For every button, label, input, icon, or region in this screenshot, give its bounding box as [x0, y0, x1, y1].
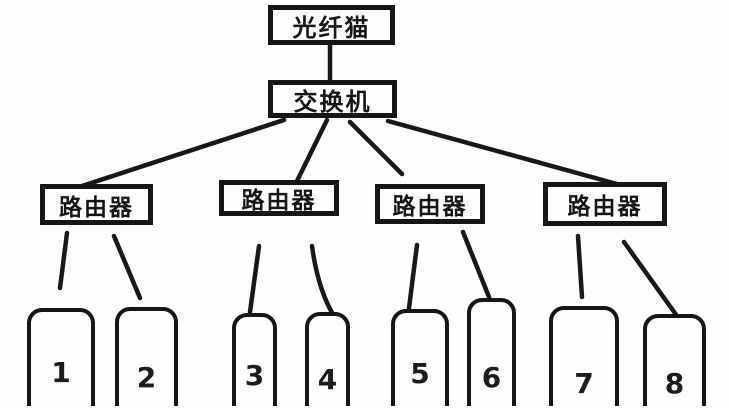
node-device-1: 1: [27, 308, 95, 418]
node-device-3: 3: [232, 313, 277, 418]
edge-router4-device7: [575, 233, 585, 300]
modem-label: 光纤猫: [292, 13, 371, 42]
router-label: 路由器: [392, 194, 468, 220]
edge-router3-device6: [460, 229, 492, 300]
image-bottom-cutoff: [0, 406, 729, 418]
edge-switch-router2: [294, 117, 330, 184]
node-device-7: 7: [549, 306, 619, 418]
edge-switch-router3: [347, 119, 405, 177]
edge-router2-device4: [309, 243, 337, 319]
node-device-8: 8: [643, 314, 706, 418]
node-device-5: 5: [391, 309, 449, 418]
node-switch: 交换机: [268, 80, 397, 118]
device-label: 4: [317, 363, 338, 396]
node-device-6: 6: [467, 298, 516, 418]
edge-router1-device2: [111, 233, 143, 301]
router-label: 路由器: [567, 194, 643, 220]
router-label: 路由器: [59, 194, 134, 221]
edge-switch-router4: [385, 118, 620, 187]
node-router-1: 路由器: [40, 184, 153, 225]
router-label: 路由器: [241, 188, 317, 214]
edge-router3-device5: [406, 242, 420, 311]
node-device-2: 2: [115, 307, 178, 418]
device-label: 3: [244, 359, 265, 392]
node-router-4: 路由器: [543, 182, 667, 226]
edge-switch-router1: [79, 117, 287, 189]
device-label: 1: [51, 356, 71, 389]
edge-router2-device3: [247, 243, 262, 315]
device-label: 6: [481, 361, 502, 394]
device-label: 2: [136, 361, 157, 394]
node-router-2: 路由器: [219, 180, 339, 216]
device-label: 8: [664, 367, 685, 400]
node-modem: 光纤猫: [268, 5, 395, 45]
node-router-3: 路由器: [375, 184, 485, 224]
node-device-4: 4: [305, 312, 350, 418]
device-label: 7: [574, 367, 594, 400]
edge-router4-device8: [621, 239, 680, 319]
device-label: 5: [410, 357, 430, 390]
edge-router1-device1: [57, 230, 70, 291]
switch-label: 交换机: [293, 87, 372, 116]
